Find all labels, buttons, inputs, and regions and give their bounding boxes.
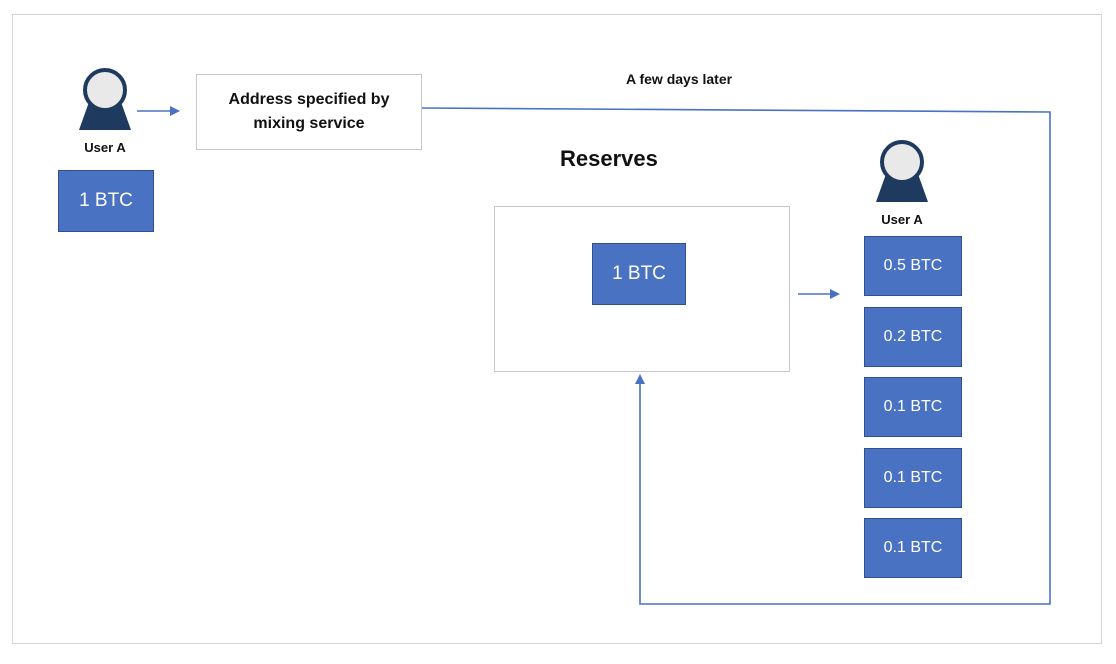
address-box: Address specified by mixing service [196,74,422,150]
output-btc-2: 0.2 BTC [864,307,962,367]
address-line-2: mixing service [253,115,365,132]
output-btc-4: 0.1 BTC [864,448,962,508]
reserves-btc: 1 BTC [592,243,686,305]
user-a-right-label: User A [881,212,923,227]
user-a-right: User A [872,140,932,230]
user-a-left-btc: 1 BTC [58,170,154,232]
later-annotation: A few days later [626,71,733,87]
output-btc-1: 0.5 BTC [864,236,962,296]
address-line-1: Address specified by [228,91,390,108]
user-icon [79,68,131,130]
reserves-title: Reserves [560,146,658,171]
output-btc-5: 0.1 BTC [864,518,962,578]
user-a-left: User A [75,68,135,158]
user-icon [876,140,928,202]
user-a-left-label: User A [84,140,126,155]
output-btc-3: 0.1 BTC [864,377,962,437]
